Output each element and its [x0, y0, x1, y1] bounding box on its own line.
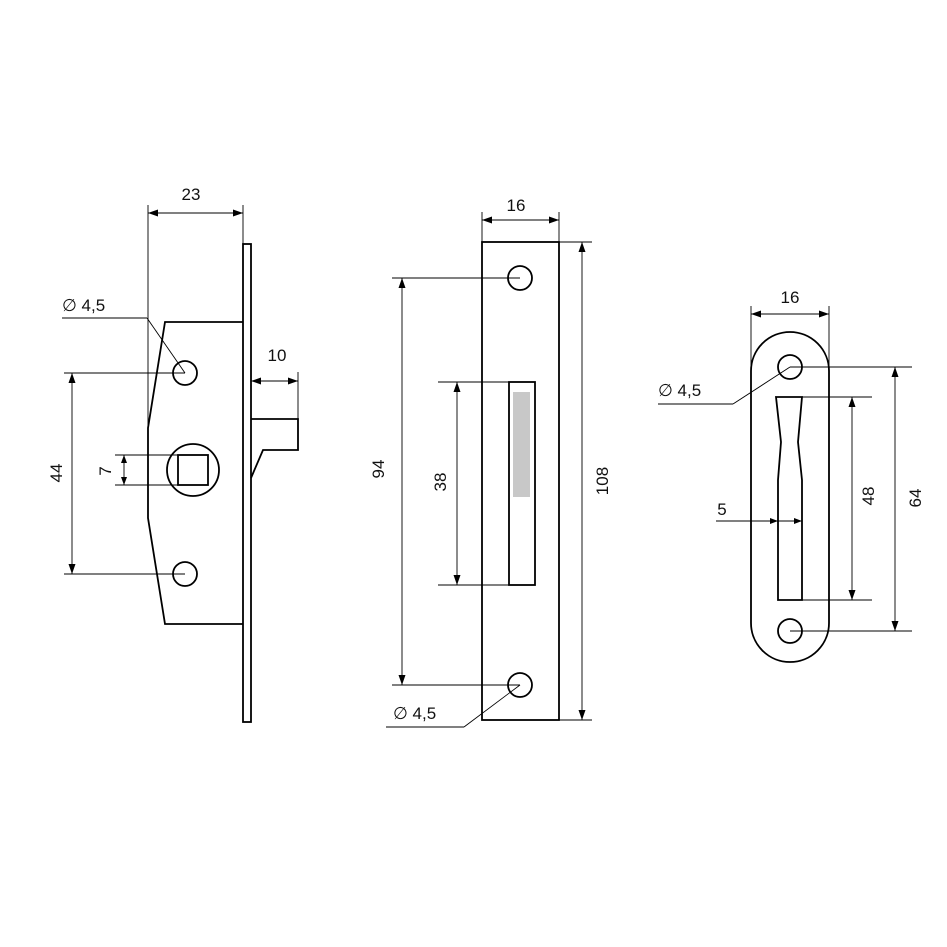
dim-94-arrow-top — [398, 278, 406, 288]
strike-slot-shade — [513, 392, 530, 497]
dim-23-arrow-left — [148, 209, 158, 217]
latch-body — [147, 321, 243, 625]
dim-10-arrow-left — [251, 377, 261, 385]
dim-44-arrow-bottom — [68, 564, 76, 574]
strike-plate-view: 16 108 94 38 ∅ 4,5 — [369, 196, 612, 728]
dim-7-arrow-bottom — [121, 477, 127, 485]
strike-plate-body — [481, 241, 560, 721]
dim-7-label: 7 — [96, 466, 115, 475]
dim-23-label: 23 — [182, 185, 201, 204]
keeper-view: 16 64 48 5 ∅ 4,5 — [658, 288, 925, 663]
strike-dia-label: ∅ 4,5 — [393, 704, 436, 723]
dim-44-label: 44 — [47, 464, 66, 483]
dim-94-arrow-bottom — [398, 675, 406, 685]
dim-5-label: 5 — [717, 500, 726, 519]
dim-16a-arrow-right — [549, 216, 559, 224]
keeper-dia-leader — [732, 366, 791, 405]
dim-16a-arrow-left — [482, 216, 492, 224]
dim-38-arrow-top — [453, 382, 461, 392]
dim-10-arrow-right — [288, 377, 298, 385]
latch-bolt — [250, 418, 299, 479]
dim-16b-arrow-left — [751, 310, 761, 318]
dim-16b-label: 16 — [781, 288, 800, 307]
dim-108-arrow-top — [578, 242, 586, 252]
latch-view: 23 10 ∅ 4,5 44 7 — [47, 185, 299, 723]
dim-64-arrow-top — [891, 367, 899, 377]
dim-64-label: 64 — [906, 489, 925, 508]
dim-108-arrow-bottom — [578, 710, 586, 720]
keeper-dia-label: ∅ 4,5 — [658, 381, 701, 400]
dim-5-arrow-right — [794, 518, 802, 524]
strike-slot — [508, 381, 536, 586]
latch-square-drive — [177, 454, 209, 486]
dim-48-arrow-top — [848, 397, 856, 407]
dim-10-label: 10 — [268, 346, 287, 365]
dim-23-arrow-right — [233, 209, 243, 217]
dim-48-arrow-bottom — [848, 590, 856, 600]
dim-38-arrow-bottom — [453, 575, 461, 585]
latch-dia-label: ∅ 4,5 — [62, 296, 105, 315]
dim-108-label: 108 — [593, 467, 612, 495]
keeper-body — [750, 331, 830, 663]
latch-follower-hub — [166, 443, 220, 497]
dim-94-label: 94 — [369, 460, 388, 479]
dim-16b-arrow-right — [819, 310, 829, 318]
dim-44-arrow-top — [68, 373, 76, 383]
dim-7-arrow-top — [121, 455, 127, 463]
dim-16a-label: 16 — [507, 196, 526, 215]
dim-64-arrow-bottom — [891, 621, 899, 631]
keeper-slot — [774, 396, 803, 601]
latch-dia-leader — [146, 317, 186, 374]
dim-48-label: 48 — [859, 487, 878, 506]
latch-faceplate — [242, 243, 252, 723]
dim-38-label: 38 — [431, 473, 450, 492]
dim-5-arrow-left — [770, 518, 778, 524]
strike-dia-leader — [463, 684, 521, 728]
